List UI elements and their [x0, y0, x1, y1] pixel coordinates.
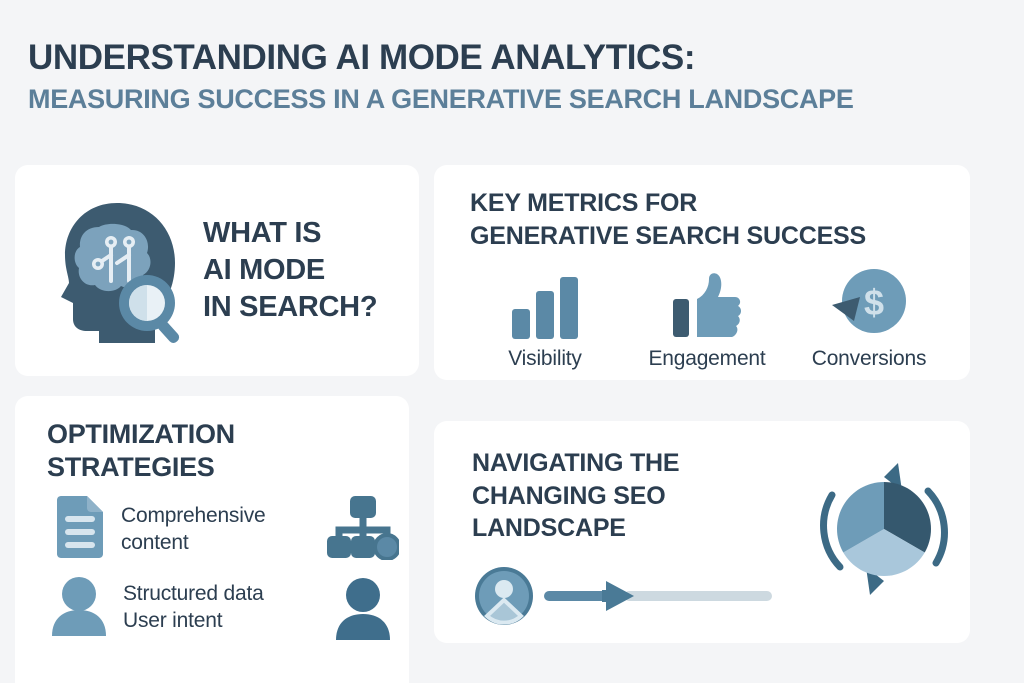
hierarchy-tree-icon [327, 494, 401, 565]
metric-conversions[interactable]: $ Conversions [788, 265, 950, 371]
metric-engagement[interactable]: Engagement [626, 265, 788, 371]
svg-text:$: $ [864, 282, 884, 323]
bar-chart-icon [508, 265, 582, 339]
page-subtitle: Measuring Success in a Generative Search… [28, 84, 854, 115]
metric-visibility[interactable]: Visibility [464, 265, 626, 371]
metric-label-conversions: Conversions [811, 347, 927, 370]
metric-label-visibility: Visibility [508, 347, 582, 370]
thumbs-up-icon [671, 265, 743, 339]
user-avatar-icon [51, 574, 107, 641]
progress-flow [474, 566, 772, 631]
page-title: Understanding AI Mode Analytics: [28, 38, 696, 77]
page-header: Understanding AI Mode Analytics: Measuri… [28, 38, 996, 116]
user-circle-icon [474, 566, 534, 631]
pie-chart-refresh-icon [810, 453, 958, 610]
brain-head-magnifier-icon [55, 193, 185, 348]
dollar-circle-arrow-icon: $ [830, 265, 908, 339]
right-arrow-progress-icon [534, 579, 772, 618]
metrics-list: Visibility Engagement $ Conversions [464, 265, 950, 371]
user-avatar-icon [333, 576, 393, 645]
document-icon [51, 496, 105, 563]
metric-label-engagement: Engagement [648, 347, 766, 370]
